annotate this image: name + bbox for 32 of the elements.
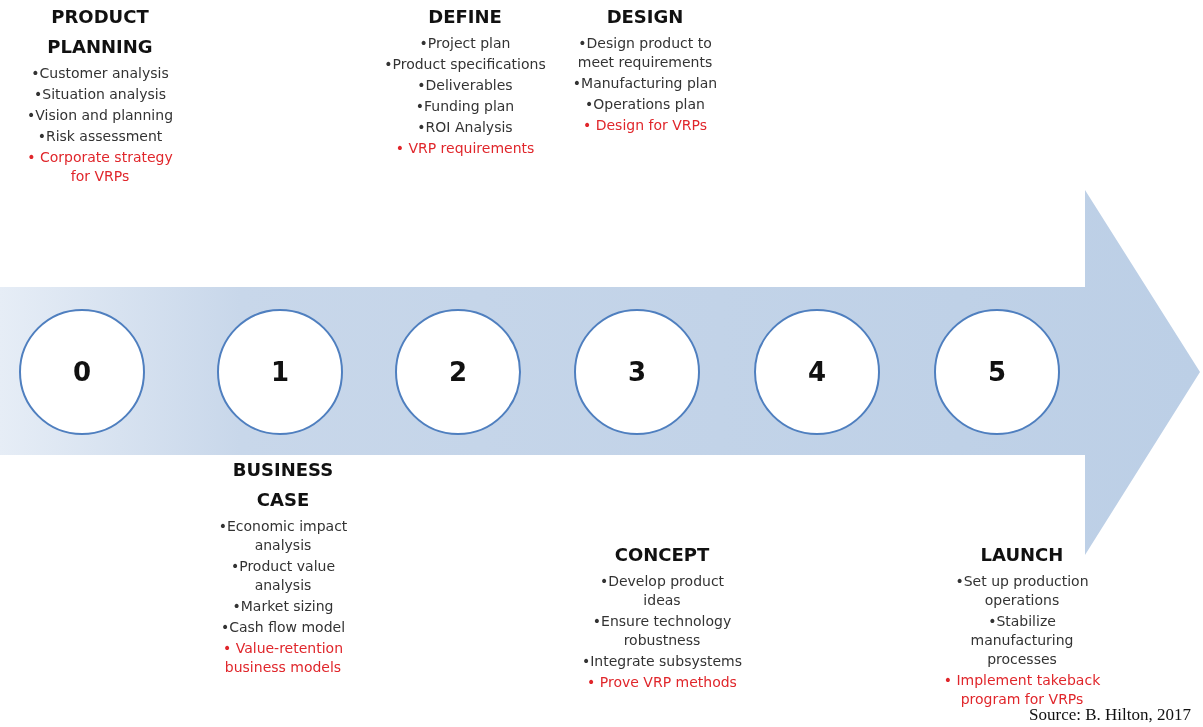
bullet-item: •Vision and planning: [27, 106, 173, 125]
bullet-item: • VRP requirements: [395, 139, 535, 158]
bullet-item: •Ensure technology robustness: [591, 612, 733, 650]
bullet-item: •Funding plan: [415, 97, 515, 116]
phase-heading: BUSINESS CASE: [231, 458, 335, 512]
bullet-item: •Customer analysis: [31, 64, 169, 83]
bullet-item: •Deliverables: [417, 76, 513, 95]
bullet-item: • Design for VRPs: [583, 116, 707, 135]
bullet-item: •ROI Analysis: [417, 118, 513, 137]
bullet-item: •Economic impact analysis: [217, 517, 349, 555]
bullet-item: •Operations plan: [585, 95, 705, 114]
bullet-item: •Market sizing: [232, 597, 334, 616]
bullet-item: • Prove VRP methods: [587, 673, 737, 692]
bullet-item: •Integrate subsystems: [581, 652, 743, 671]
bullet-item: • Value-retention business models: [221, 639, 345, 677]
bullet-item: •Cash flow model: [220, 618, 346, 637]
bullet-item: •Situation analysis: [34, 85, 166, 104]
phase-heading: PRODUCT PLANNING: [46, 5, 154, 59]
phase-heading: CONCEPT: [613, 543, 711, 567]
bullet-item: •Design product to meet requirements: [576, 34, 714, 72]
bullet-item: •Develop product ideas: [598, 572, 726, 610]
bullet-item: •Product specifications: [384, 55, 546, 74]
bullet-item: •Stabilize manufacturing processes: [969, 612, 1075, 669]
bullet-item: •Manufacturing plan: [572, 74, 718, 93]
bullet-item: •Set up production operations: [954, 572, 1090, 610]
bullet-item: •Project plan: [419, 34, 511, 53]
bullet-item: • Corporate strategy for VRPs: [26, 148, 174, 186]
phase-heading: DEFINE: [427, 5, 503, 29]
bullet-item: •Product value analysis: [229, 557, 337, 595]
phase-heading: LAUNCH: [979, 543, 1065, 567]
phase-heading: DESIGN: [605, 5, 685, 29]
bullet-item: •Risk assessment: [37, 127, 163, 146]
